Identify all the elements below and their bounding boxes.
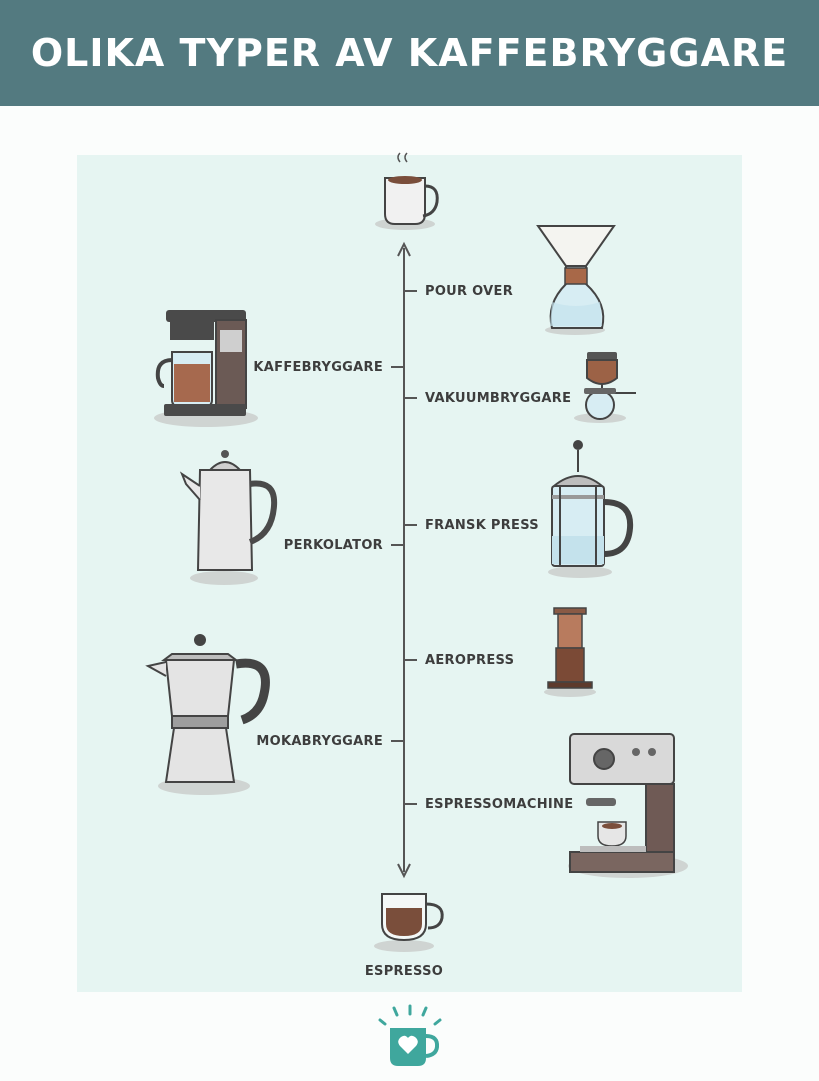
- percolator-icon: [179, 450, 278, 585]
- label-fransk-press: FRANSK PRESS: [425, 518, 539, 533]
- label-mokabryggare: MOKABRYGGARE: [256, 734, 383, 749]
- label-kaffebryggare: KAFFEBRYGGARE: [253, 360, 383, 375]
- siphon-icon: [574, 352, 636, 423]
- espresso-machine-icon: [568, 733, 688, 878]
- label-vakuumbryggare: VAKUUMBRYGGARE: [425, 391, 572, 406]
- drip-coffee-maker-icon: [154, 310, 258, 427]
- moka-pot-icon: [145, 634, 270, 795]
- espresso-cup-icon: [374, 893, 444, 952]
- coffee-mug-icon: [375, 152, 439, 230]
- label-perkolator: PERKOLATOR: [283, 538, 383, 553]
- label-aeropress: AEROPRESS: [425, 653, 515, 668]
- chemex-icon: [536, 225, 616, 335]
- header-bar: OLIKA TYPER AV KAFFEBRYGGARE: [0, 0, 819, 106]
- label-pour-over: POUR OVER: [425, 284, 514, 299]
- label-espresso: ESPRESSO: [364, 964, 444, 979]
- aeropress-icon: [544, 607, 596, 697]
- label-espressomachine: ESPRESSOMACHINE: [425, 797, 574, 812]
- french-press-icon: [548, 440, 634, 578]
- timeline-axis: [391, 241, 417, 879]
- heart-mug-logo-icon: [378, 1004, 442, 1066]
- page-title: OLIKA TYPER AV KAFFEBRYGGARE: [30, 31, 789, 75]
